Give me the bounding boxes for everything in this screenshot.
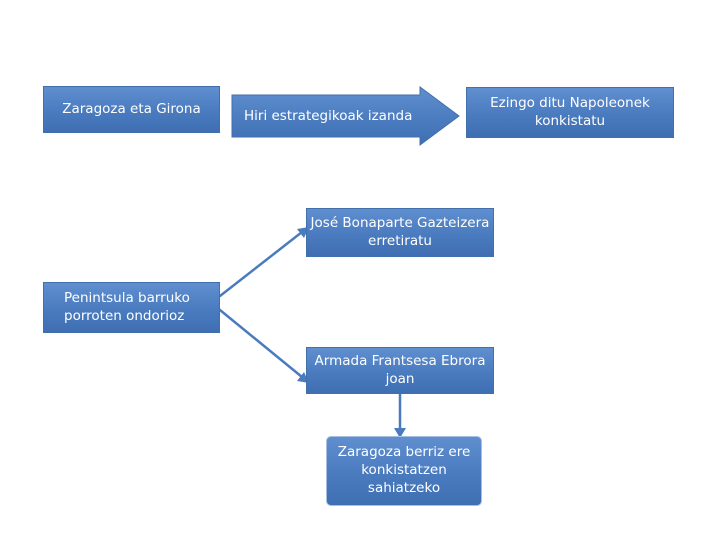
jose-bonaparte-box: José Bonaparte Gazteizera erretiratu [306,208,494,257]
arrowhead-zaragoza [394,428,406,438]
zaragoza-berriz-label: Zaragoza berriz ere konkistatzen sahiatz… [337,444,471,496]
zaragoza-girona-box: Zaragoza eta Girona [43,86,220,133]
zaragoza-berriz-box: Zaragoza berriz ere konkistatzen sahiatz… [326,436,482,506]
zaragoza-girona-label: Zaragoza eta Girona [62,100,201,117]
strategic-cities-arrow: Hiri estrategikoak izanda [244,95,424,137]
penintsula-label: Penintsula barruko porroten ondorioz [64,289,190,324]
strategic-cities-arrow-shape [231,86,460,146]
napoleon-cannot-conquer-box: Ezingo ditu Napoleonek konkistatu [466,87,674,138]
jose-bonaparte-label: José Bonaparte Gazteizera erretiratu [310,214,490,249]
armada-box: Armada Frantsesa Ebrora joan [306,347,494,394]
penintsula-box: Penintsula barruko porroten ondorioz [43,282,220,333]
armada-label: Armada Frantsesa Ebrora joan [314,352,486,387]
strategic-cities-label: Hiri estrategikoak izanda [244,108,413,124]
napoleon-cannot-conquer-label: Ezingo ditu Napoleonek konkistatu [490,94,650,129]
